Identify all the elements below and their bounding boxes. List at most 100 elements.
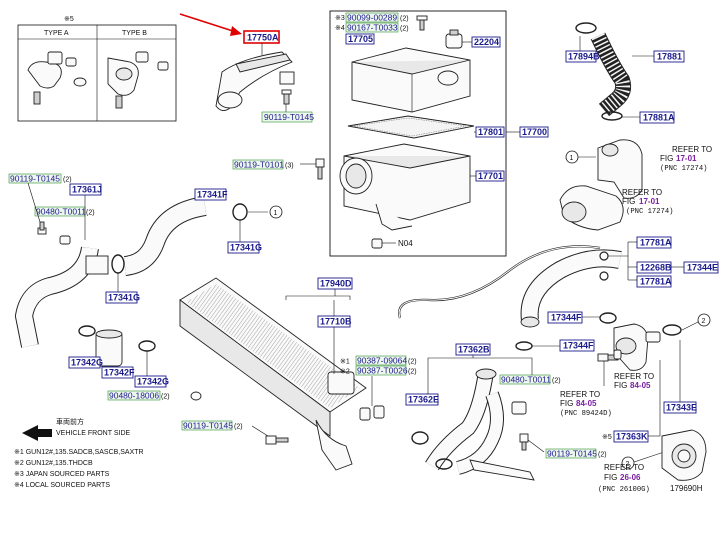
ref-circle-1-upper: 1 [565,150,579,164]
ref-fig-17-01-a[interactable]: 17-01 [676,154,697,163]
part-17710b-label: 17710B [320,317,352,327]
part-90119-t0101-box[interactable] [232,159,284,170]
qty-left-b: (2) [86,210,95,217]
part-17341g-box[interactable] [105,291,138,304]
part-17881a-label: 17881A [643,113,675,123]
clamp-icon [435,458,453,470]
part-17894b-label: 17894B [568,52,600,62]
part-17705-box[interactable] [345,33,375,45]
part-90387-09064-box[interactable] [355,355,407,366]
clamp-icon [111,254,125,274]
part-17342g-left-box[interactable] [68,356,101,369]
part-90387-t0026-box[interactable] [355,365,407,376]
part-90119-t0145-bot-box[interactable] [181,420,233,431]
note-2: ※2 GUN12#,135.THDCB [14,460,93,467]
variant-notes: ※1 GUN12#,135.SADCB,SASCB,SAXTR ※2 GUN12… [14,449,144,489]
variant-mark-2: ※2 [340,369,350,376]
part-17361j-label: 17361J [72,185,102,195]
japan-mark: ※3 [335,15,345,22]
part-90387-09064-label: 90387-09064 [357,356,407,366]
part-90480-18006-box[interactable] [107,390,161,401]
ref-fig-17-01-b[interactable]: 17-01 [639,197,660,206]
part-17881a-box[interactable] [639,111,675,124]
part-17341f-box[interactable] [194,188,227,201]
part-17801-box[interactable] [475,126,505,138]
clip-icon [59,235,71,245]
ref-refer-to-2: REFER TO [622,188,662,197]
clamp-icon [599,271,609,281]
intercooler-part[interactable] [179,277,367,471]
clamp-icon [515,341,533,351]
part-12268b-box[interactable] [636,261,672,274]
clamp-icon [138,340,156,352]
intercooler-hose-part[interactable] [123,196,207,276]
ref-fig-84-05-a[interactable]: 84-05 [576,399,597,408]
ref-refer-to-4: REFER TO [614,372,654,381]
part-n04-label: N04 [398,239,413,248]
throttle-fitting-part[interactable] [613,323,661,371]
grommet-n04-icon [371,238,383,249]
svg-text:1: 1 [274,210,278,217]
front-english: VEHICLE FRONT SIDE [56,430,130,437]
part-17894b-box[interactable] [565,50,597,63]
part-90480-t0011-mid-label: 90480-T0011 [501,375,551,385]
part-17881-box[interactable] [653,50,685,63]
sensor-22204-icon[interactable] [445,29,463,49]
part-17781a-bot-box[interactable] [636,275,672,288]
svg-text:1: 1 [570,155,574,162]
short-hose-part[interactable] [95,329,123,367]
clamp-icon [575,22,597,34]
type-inset-mark: ※5 [64,16,74,23]
qty-t0026: (2) [408,369,417,376]
bolt-icon [37,221,47,235]
part-17344f-b-label: 17344F [563,341,594,351]
air-filter-element-part[interactable] [347,115,475,139]
part-90480-t0011-mid-box[interactable] [499,374,551,385]
part-17363k-box[interactable] [613,430,649,443]
part-90119-t0145-mid-box[interactable] [545,448,597,459]
part-17342g-box[interactable] [134,375,167,388]
part-17344f-b-box[interactable] [559,339,595,352]
local-mark: ※4 [335,25,345,32]
svg-text:2: 2 [702,318,706,325]
part-17362e-box[interactable] [405,393,439,406]
part-22204-box[interactable] [471,36,501,48]
part-17700-box[interactable] [519,126,549,138]
part-17344f-a-box[interactable] [547,311,583,324]
clamp-icon [601,111,623,121]
part-17361j-box[interactable] [69,183,102,196]
part-17781a-bot-label: 17781A [640,277,672,287]
part-22204-label: 22204 [474,37,499,47]
ref-pnc-17274-b: (PNC 17274) [626,208,673,216]
ref-pnc-17274-a: (PNC 17274) [660,165,707,173]
grommet-icon [613,349,622,360]
intake-hose-part[interactable] [590,32,632,117]
part-17750a-box[interactable] [243,30,280,44]
throttle-body-part[interactable] [661,429,707,481]
part-90167-t0033-box[interactable] [345,22,399,33]
lower-intake-pipe-part[interactable] [425,368,535,481]
part-17344e-box[interactable] [683,261,719,274]
qty-09064: (2) [408,359,417,366]
part-90119-t0145-bot-label: 90119-T0145 [183,421,233,431]
outlet-pipe-part[interactable] [14,246,109,348]
part-17781a-top-box[interactable] [636,236,672,249]
ref-fig-5: FIG [604,473,617,482]
part-17344f-a-label: 17344F [551,313,582,323]
part-90119-t0145-left-box[interactable] [8,173,62,184]
ref-fig-84-05-b[interactable]: 84-05 [630,381,651,390]
air-cleaner-case-part[interactable] [339,143,471,231]
ref-fig-26-06[interactable]: 26-06 [620,473,641,482]
type-b-fitting-icon [107,51,169,109]
part-90099-00289-box[interactable] [345,12,399,23]
bolt-icon [519,433,529,451]
air-cleaner-cap-part[interactable] [351,47,471,113]
part-17341g-right-box[interactable] [227,241,260,254]
intake-duct-part[interactable] [215,51,295,111]
part-90099-00289-label: 90099-00289 [347,13,397,23]
part-90119-t0145-top-box[interactable] [261,111,313,123]
part-17342f-box[interactable] [101,366,134,379]
part-17342g-left-label: 17342G [71,358,103,368]
part-17343e-label: 17343E [666,403,697,413]
